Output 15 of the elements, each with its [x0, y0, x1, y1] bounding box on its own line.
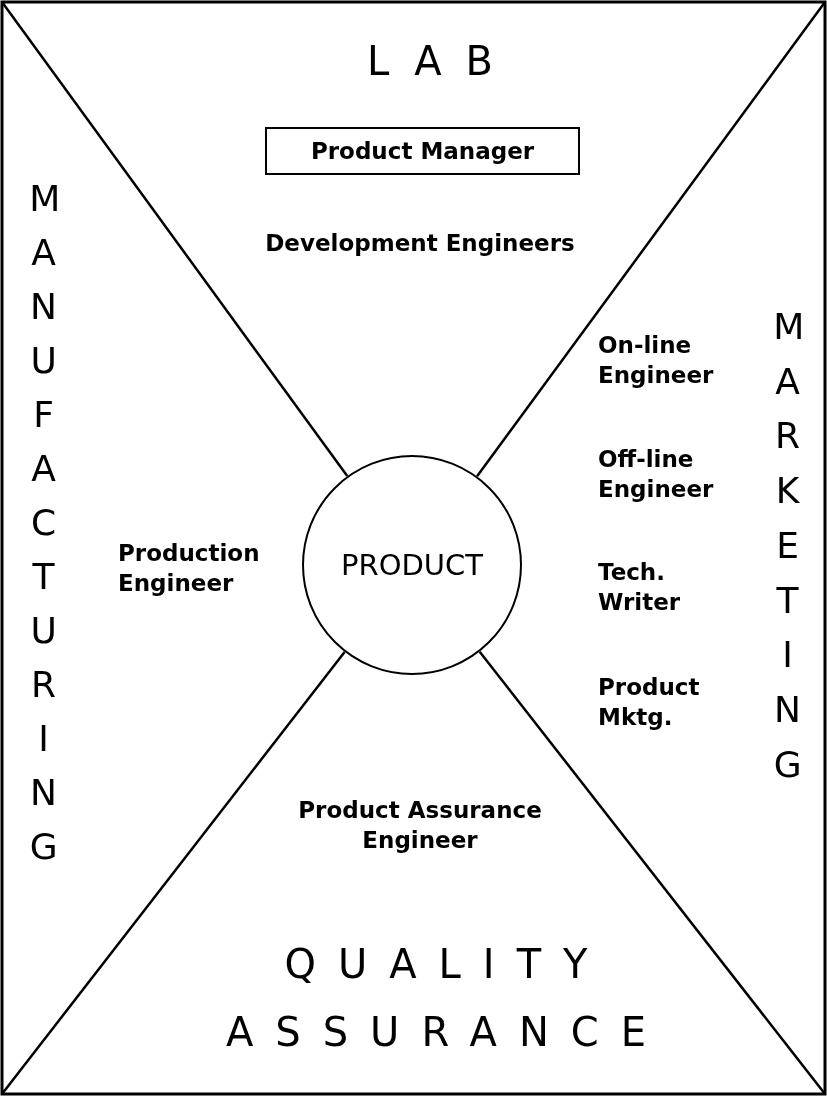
- section-heading: QUALITY ASSURANCE: [224, 940, 670, 1057]
- role-label: Product Mktg.: [598, 673, 701, 732]
- section-heading: LAB: [366, 38, 518, 84]
- center-label: PRODUCT: [341, 548, 483, 582]
- role-label: Tech. Writer: [598, 558, 682, 617]
- role-label: On-line Engineer: [598, 331, 715, 390]
- section-heading: MARKETING: [772, 305, 827, 787]
- role-label: Production Engineer: [118, 539, 261, 598]
- center-circle: [302, 455, 522, 675]
- role-label: Off-line Engineer: [598, 445, 715, 504]
- role-box: [265, 127, 580, 175]
- section-heading: MANUFACTURING: [28, 177, 84, 869]
- role-label: Product Manager: [310, 138, 535, 164]
- role-label: Product Assurance Engineer: [297, 796, 543, 855]
- role-label: Development Engineers: [264, 229, 576, 258]
